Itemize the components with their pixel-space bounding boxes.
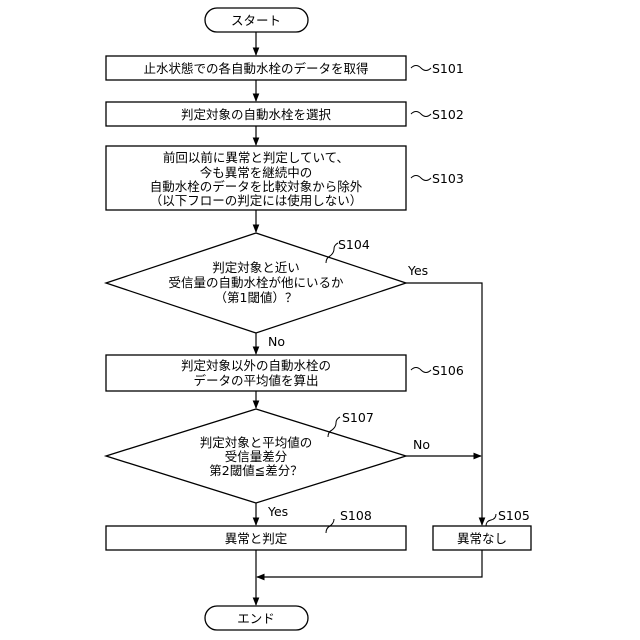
step-s105: 異常なし [433,526,531,550]
step-s103: 前回以前に異常と判定していて、 今も異常を継続中の 自動水栓のデータを比較対象か… [106,146,406,210]
ref-s103: S103 [411,171,464,186]
step-s108-text: 異常と判定 [225,531,288,546]
ref-s105: S105 [486,508,530,526]
decision-s104-text-2: 受信量の自動水栓が他にいるか [168,275,344,290]
decision-s107-text-3: 第2閾値≦差分？ [209,463,302,478]
ref-s101: S101 [411,61,464,76]
ref-s104-label: S104 [338,237,370,252]
start-terminator: スタート [205,8,308,32]
decision-s104-text-1: 判定対象と近い [212,260,300,275]
ref-s101-label: S101 [432,61,464,76]
decision-s104-text-3: （第1閾値）？ [215,290,298,305]
step-s103-text-4: （以下フローの判定には使用しない） [150,193,363,208]
ref-s102: S102 [411,107,464,122]
ref-s106-label: S106 [432,363,464,378]
step-s102-text: 判定対象の自動水栓を選択 [181,107,332,122]
end-terminator: エンド [205,606,308,630]
step-s103-text-1: 前回以前に異常と判定していて、 [163,150,349,165]
ref-s106: S106 [411,363,464,378]
edge-s105-end [257,550,482,577]
ref-s102-label: S102 [432,107,464,122]
step-s103-text-3: 自動水栓のデータを比較対象から除外 [150,179,363,194]
end-label: エンド [237,611,275,626]
step-s101-text: 止水状態での各自動水栓のデータを取得 [143,61,368,76]
edge-s104-s105 [406,283,482,525]
step-s108: 異常と判定 [106,526,406,550]
ref-s107: S107 [328,410,374,437]
ref-s105-label: S105 [498,508,530,523]
step-s106-text-1: 判定対象以外の自動水栓の [181,358,331,373]
step-s105-text: 異常なし [457,531,507,546]
step-s102: 判定対象の自動水栓を選択 [106,102,406,126]
ref-s107-label: S107 [342,410,374,425]
decision-s107-text-1: 判定対象と平均値の [200,435,313,450]
step-s106: 判定対象以外の自動水栓の データの平均値を算出 [106,355,406,391]
decision-s107-text-2: 受信量差分 [225,449,288,464]
s107-yes-label: Yes [267,504,288,519]
step-s106-text-2: データの平均値を算出 [193,373,318,388]
ref-s103-label: S103 [432,171,464,186]
s104-no-label: No [268,334,285,349]
s107-no-label: No [413,437,430,452]
step-s101: 止水状態での各自動水栓のデータを取得 [106,56,406,80]
step-s103-text-2: 今も異常を継続中の [200,165,313,180]
start-label: スタート [231,13,281,28]
s104-yes-label: Yes [407,263,428,278]
ref-s108-label: S108 [340,508,372,523]
